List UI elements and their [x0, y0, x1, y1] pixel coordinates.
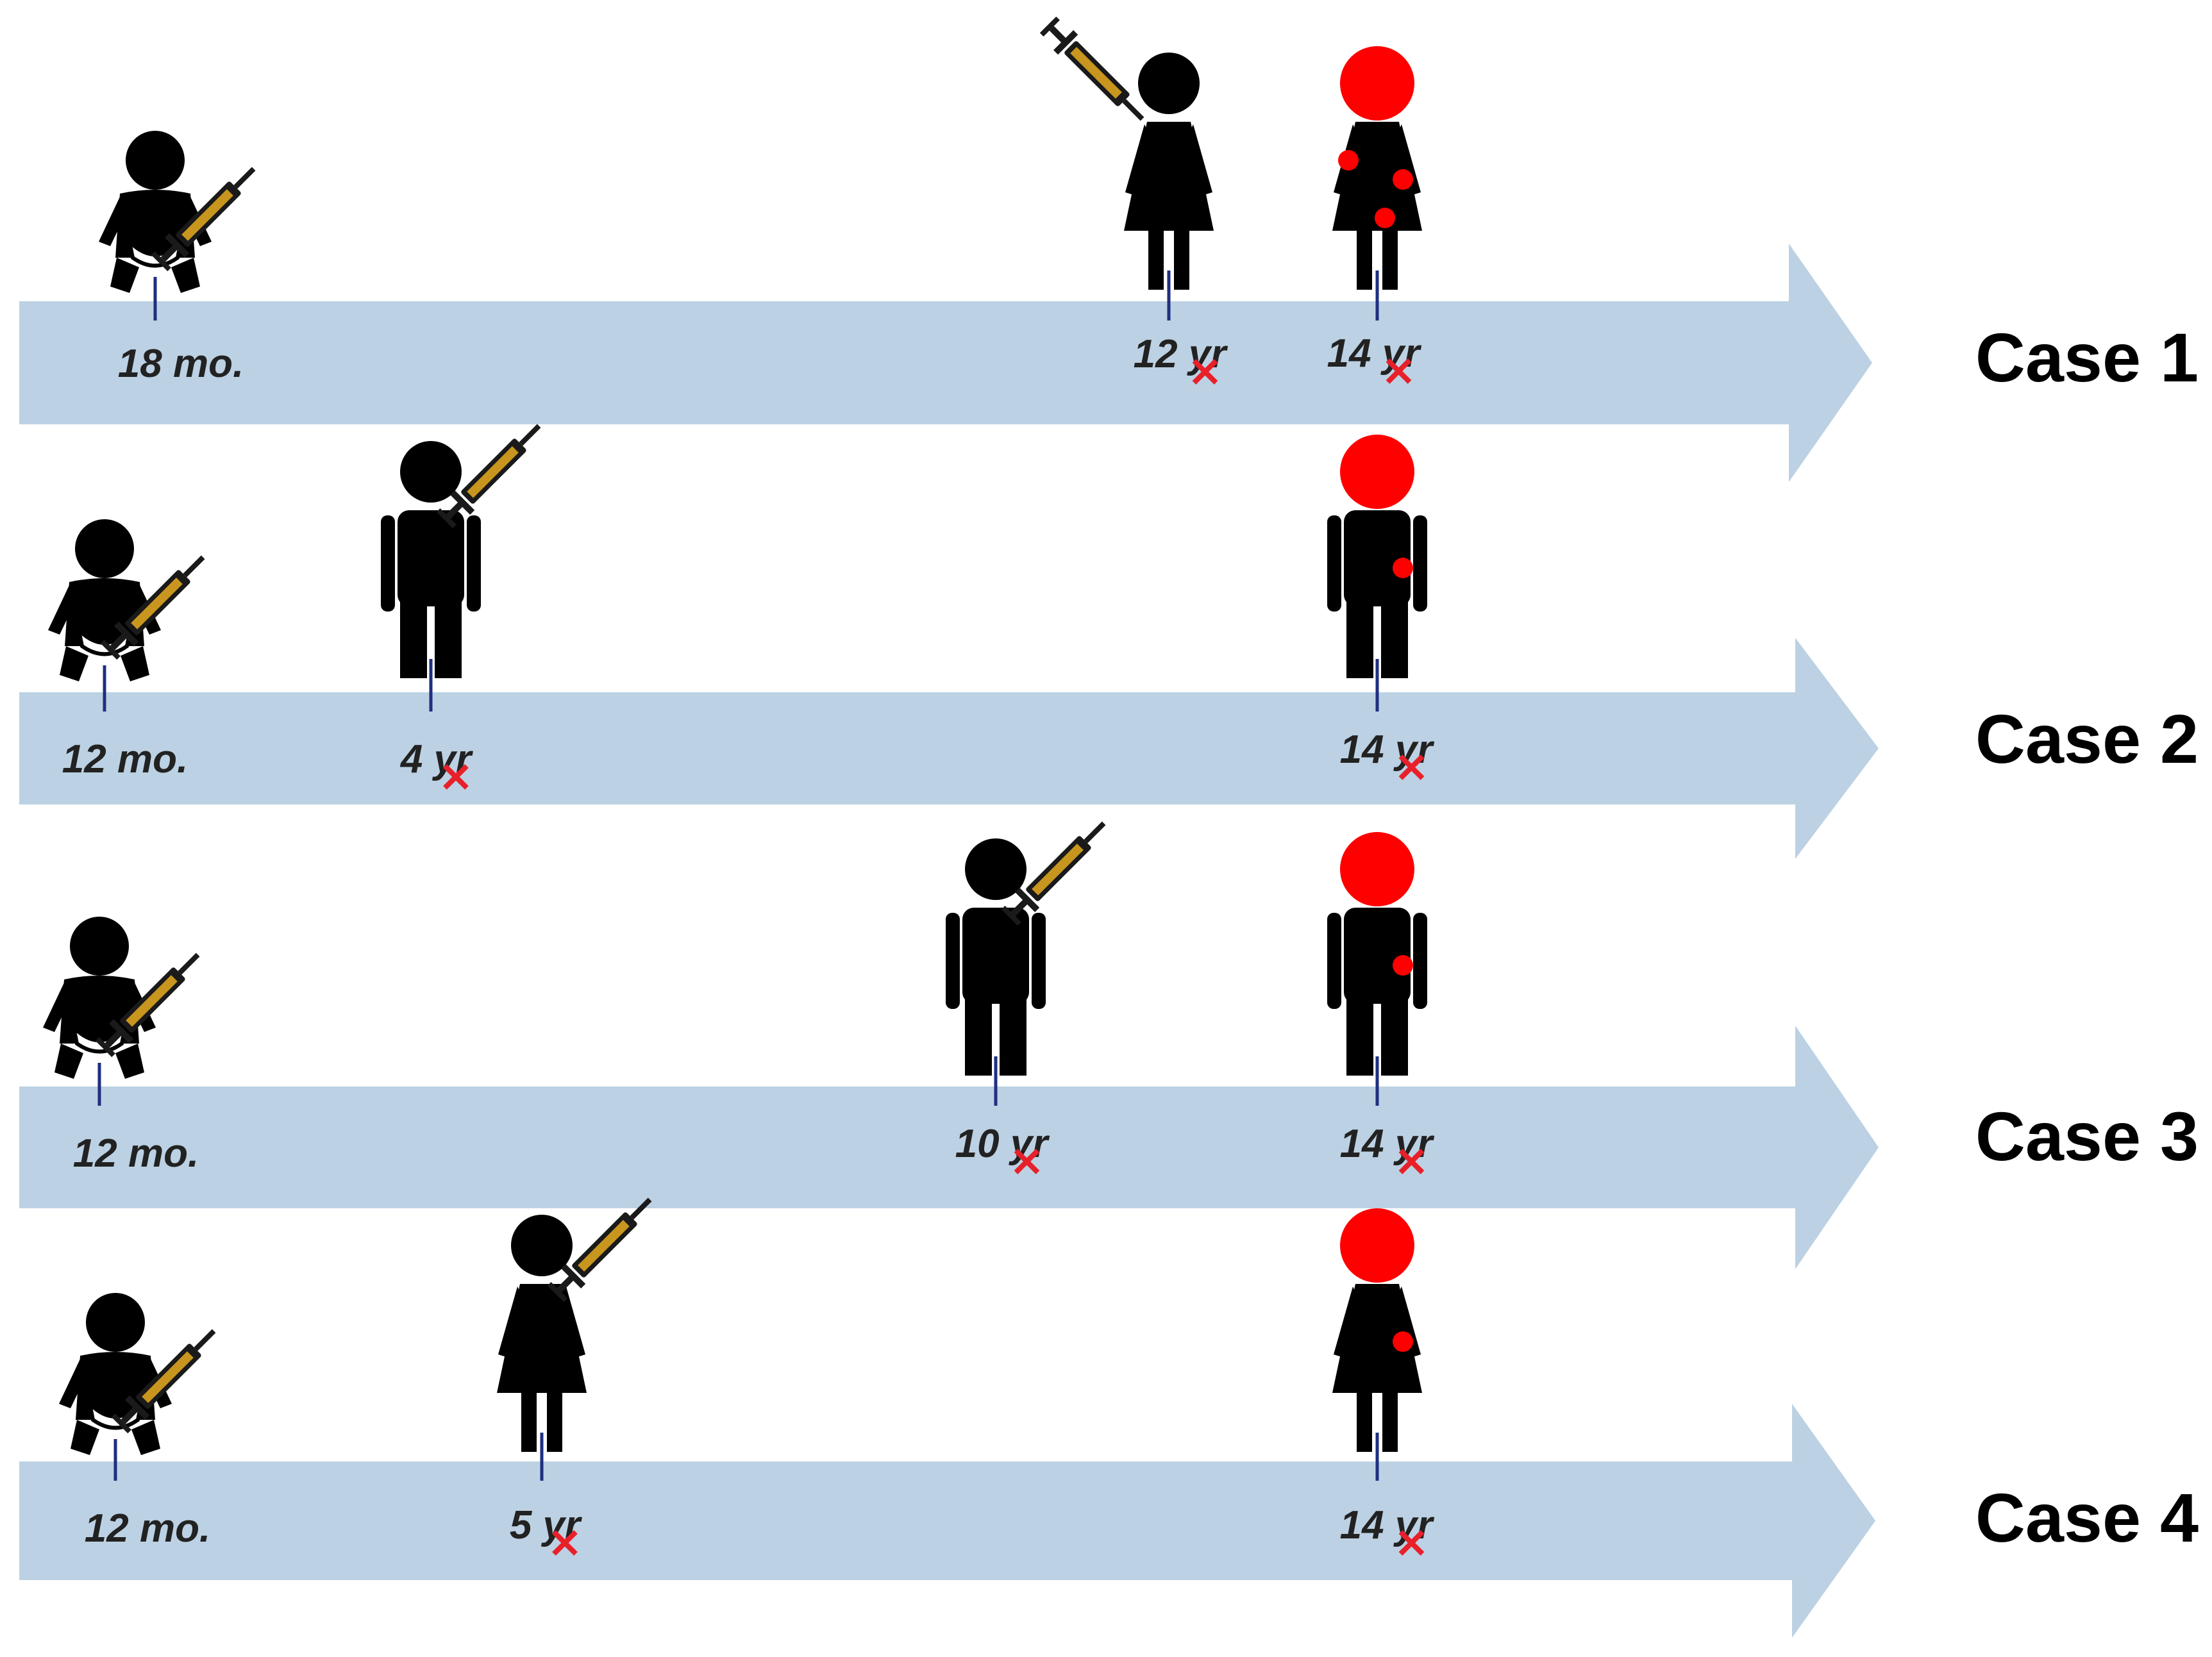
- syringe-icon: [547, 1197, 652, 1303]
- age-label: 4 yr: [399, 737, 473, 781]
- affected-head-icon: [1340, 1208, 1414, 1283]
- event-boy-affected: 14 yr: [1327, 435, 1435, 780]
- age-label: 12 mo.: [73, 1131, 199, 1176]
- lesion-icon: [1393, 1331, 1413, 1352]
- red-cross-mark-icon: [552, 1530, 578, 1556]
- case-label: Case 1: [1975, 319, 2199, 396]
- head-icon: [1138, 53, 1200, 114]
- affected-head-icon: [1340, 832, 1414, 906]
- case-label: Case 3: [1975, 1097, 2199, 1175]
- age-label: 18 mo.: [118, 342, 244, 386]
- age-label: 10 yr: [955, 1122, 1050, 1166]
- syringe-icon: [151, 167, 256, 272]
- timeline-arrow-case-2: [19, 638, 1879, 859]
- case-4-row: 12 mo. 5 yr 14 yr Case 4: [59, 1197, 2199, 1556]
- event-infant: 12 mo.: [43, 917, 200, 1176]
- event-infant: 18 mo.: [99, 131, 256, 386]
- head-icon: [511, 1215, 573, 1276]
- age-label: 14 yr: [1340, 1503, 1435, 1547]
- syringe-icon: [95, 953, 200, 1058]
- red-cross-mark-icon: [443, 764, 469, 790]
- case-2-row: 12 mo. 4 yr 14 yr Case 2: [48, 424, 2199, 790]
- event-girl: 12 yr: [1039, 16, 1228, 385]
- red-cross-mark-icon: [1014, 1149, 1040, 1174]
- event-girl-affected: 14 yr: [1327, 46, 1422, 384]
- event-boy: 4 yr: [381, 424, 541, 790]
- event-girl-affected: 14 yr: [1332, 1208, 1435, 1556]
- syringe-icon: [436, 424, 541, 529]
- torso-icon: [398, 510, 464, 606]
- head-icon: [400, 441, 462, 503]
- age-label: 12 yr: [1134, 332, 1228, 376]
- event-boy: 10 yr: [946, 821, 1106, 1174]
- age-label: 12 mo.: [85, 1506, 210, 1551]
- syringe-icon: [111, 1329, 216, 1434]
- timeline-arrow-case-1: [19, 244, 1872, 482]
- case-label: Case 2: [1975, 700, 2199, 778]
- case-3-row: 12 mo. 10 yr 14 yr Case 3: [43, 821, 2199, 1176]
- red-cross-mark-icon: [1398, 1530, 1425, 1556]
- case-1-row: 18 mo. 12 yr 14 yr Case 1: [99, 16, 2199, 396]
- lesion-icon: [1393, 558, 1413, 578]
- age-label: 5 yr: [510, 1503, 582, 1547]
- red-cross-mark-icon: [1398, 1149, 1425, 1174]
- affected-head-icon: [1340, 435, 1414, 509]
- lesion-icon: [1338, 150, 1359, 171]
- timeline-arrow-case-4: [19, 1404, 1875, 1638]
- event-boy-affected: 14 yr: [1327, 832, 1435, 1174]
- infant-head-icon: [70, 917, 129, 976]
- red-cross-mark-icon: [1192, 359, 1218, 385]
- syringe-icon: [100, 555, 205, 660]
- syringe-icon: [1039, 16, 1144, 121]
- lesion-icon: [1393, 955, 1413, 976]
- red-cross-mark-icon: [1398, 754, 1425, 780]
- torso-icon: [1344, 510, 1411, 606]
- syringe-icon: [1001, 821, 1106, 926]
- torso-icon: [1344, 908, 1411, 1004]
- event-girl: 5 yr: [497, 1197, 652, 1556]
- age-label: 12 mo.: [62, 737, 188, 781]
- head-icon: [965, 838, 1026, 900]
- torso-icon: [962, 908, 1029, 1004]
- red-cross-mark-icon: [1386, 358, 1412, 384]
- event-infant: 12 mo.: [48, 519, 205, 781]
- age-label: 14 yr: [1340, 1122, 1435, 1166]
- affected-head-icon: [1340, 46, 1414, 121]
- infant-head-icon: [75, 519, 134, 578]
- timeline-arrow-case-3: [19, 1026, 1879, 1269]
- infant-head-icon: [86, 1293, 145, 1352]
- age-label: 14 yr: [1327, 331, 1422, 376]
- event-infant: 12 mo.: [59, 1293, 216, 1551]
- lesion-icon: [1393, 169, 1413, 190]
- lesion-icon: [1375, 208, 1395, 228]
- case-label: Case 4: [1975, 1479, 2199, 1556]
- infant-head-icon: [126, 131, 185, 190]
- age-label: 14 yr: [1340, 728, 1435, 772]
